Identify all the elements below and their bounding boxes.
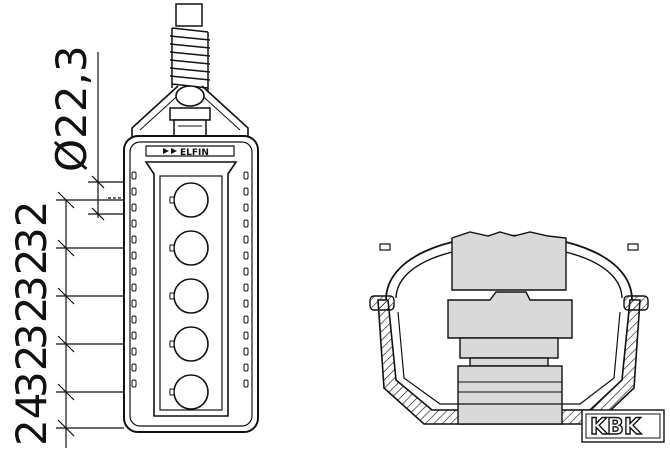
side-screw bbox=[131, 347, 137, 356]
side-screw bbox=[131, 363, 137, 372]
cable bbox=[175, 3, 203, 27]
side-screw bbox=[131, 283, 137, 292]
diameter-label: Ø22,3 bbox=[47, 45, 96, 172]
push-buttons bbox=[169, 182, 209, 410]
hanger-ring bbox=[175, 85, 205, 107]
side-screw bbox=[131, 379, 137, 388]
side-screw bbox=[243, 363, 249, 372]
side-screw bbox=[243, 203, 249, 212]
button-notch bbox=[169, 196, 175, 204]
side-screw bbox=[243, 219, 249, 228]
side-clip-right bbox=[623, 295, 649, 311]
side-screw bbox=[131, 331, 137, 340]
side-screws-left bbox=[131, 171, 137, 388]
side-screw bbox=[131, 315, 137, 324]
contact-block bbox=[447, 231, 573, 367]
button-notch bbox=[169, 244, 175, 252]
kbk-watermark: KBK bbox=[581, 409, 665, 443]
side-screw bbox=[131, 219, 137, 228]
side-screw bbox=[243, 331, 249, 340]
side-screw bbox=[131, 203, 137, 212]
side-screw bbox=[131, 267, 137, 276]
push-button-3 bbox=[173, 278, 209, 314]
spring-strain-relief bbox=[169, 27, 211, 92]
side-screw bbox=[243, 379, 249, 388]
pendant-front-view: ELFIN bbox=[123, 3, 259, 433]
side-screw bbox=[243, 235, 249, 244]
spacing-label-5: 32 bbox=[7, 201, 56, 254]
push-button-4 bbox=[173, 326, 209, 362]
side-screw bbox=[243, 267, 249, 276]
push-button-5 bbox=[173, 374, 209, 410]
button-notch bbox=[169, 340, 175, 348]
side-screw bbox=[131, 251, 137, 260]
side-screw bbox=[243, 251, 249, 260]
side-screw bbox=[243, 283, 249, 292]
side-screw bbox=[243, 347, 249, 356]
spacing-label-3: 32 bbox=[7, 297, 56, 350]
side-screw bbox=[131, 187, 137, 196]
kbk-logo-text: KBK bbox=[590, 415, 642, 440]
dimension-labels: Ø22,3 24 32 32 32 32 bbox=[7, 45, 96, 446]
side-clip-left bbox=[369, 295, 395, 311]
spacing-label-4: 32 bbox=[7, 249, 56, 302]
push-button-2 bbox=[173, 230, 209, 266]
brand-label: ELFIN bbox=[180, 148, 209, 158]
side-screw bbox=[131, 299, 137, 308]
spacing-label-1: 24 bbox=[7, 393, 56, 446]
button-notch bbox=[169, 292, 175, 300]
button-stem bbox=[457, 365, 563, 425]
side-screw bbox=[131, 171, 137, 180]
side-screw bbox=[131, 235, 137, 244]
side-screw bbox=[243, 315, 249, 324]
side-screw bbox=[243, 299, 249, 308]
brand-logo: ELFIN bbox=[163, 148, 209, 158]
spacing-label-2: 32 bbox=[7, 345, 56, 398]
side-screws-right bbox=[243, 171, 249, 388]
side-screw bbox=[243, 171, 249, 180]
cable-gland bbox=[169, 107, 211, 121]
pendant-cross-section bbox=[369, 231, 649, 425]
push-button-1 bbox=[173, 182, 209, 218]
dimension-lines bbox=[56, 52, 124, 448]
button-notch bbox=[169, 388, 175, 396]
side-screw bbox=[243, 187, 249, 196]
